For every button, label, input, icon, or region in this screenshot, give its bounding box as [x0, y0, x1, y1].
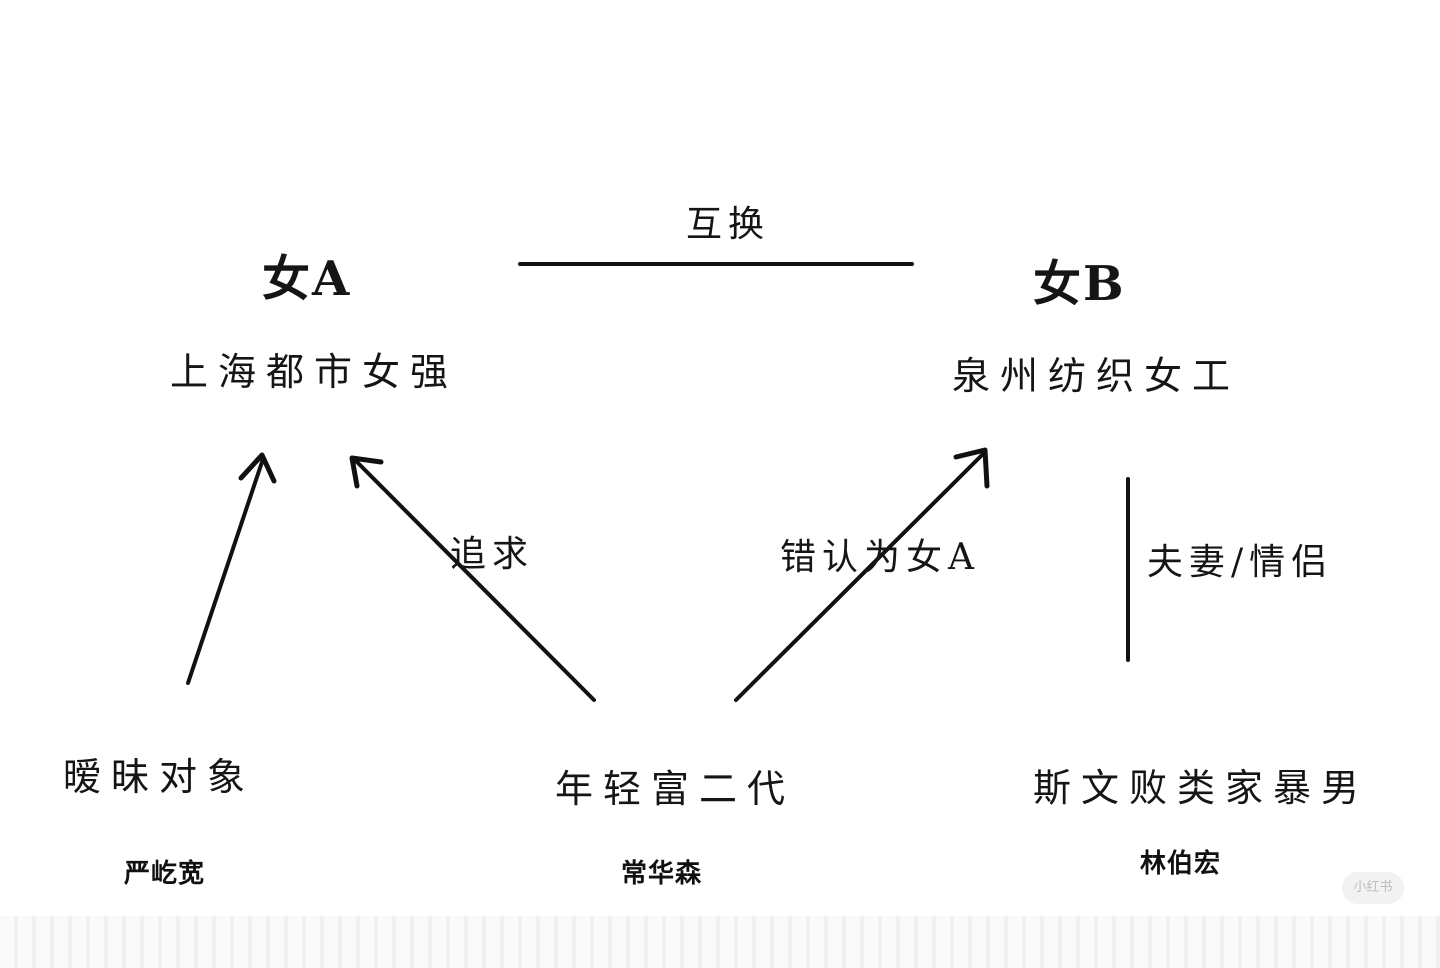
- abusive-man-name: 林伯宏: [1140, 849, 1222, 879]
- woman-a-desc: 上海都市女强: [170, 350, 459, 394]
- rich-heir-name: 常华森: [621, 859, 703, 889]
- arrow-ambiguous-to-a: [186, 457, 265, 685]
- mistake-label: 错认为女A: [780, 537, 980, 578]
- swap-label: 互换: [686, 204, 771, 245]
- woman-b-title: 女B: [1033, 256, 1126, 312]
- abusive-man-role: 斯文败类家暴男: [1033, 766, 1370, 810]
- watermark-badge: 小红书: [1342, 872, 1404, 904]
- couple-label: 夫妻/情侣: [1147, 542, 1334, 583]
- woman-a-title: 女A: [262, 251, 352, 307]
- arrow-heir-to-a: [355, 460, 596, 702]
- ambiguous-name: 严屹宽: [124, 859, 206, 889]
- arrowhead-heir-to-b: [953, 447, 990, 489]
- arrowhead-ambiguous-to-a: [238, 452, 277, 484]
- bottom-strip: [0, 916, 1440, 968]
- pursue-label: 追求: [450, 534, 535, 575]
- ambiguous-role: 暧昧对象: [63, 755, 256, 799]
- woman-b-desc: 泉州纺织女工: [952, 354, 1241, 398]
- rich-heir-role: 年轻富二代: [555, 767, 796, 811]
- arrow-heir-to-b: [734, 450, 987, 702]
- arrowhead-heir-to-a: [349, 455, 384, 489]
